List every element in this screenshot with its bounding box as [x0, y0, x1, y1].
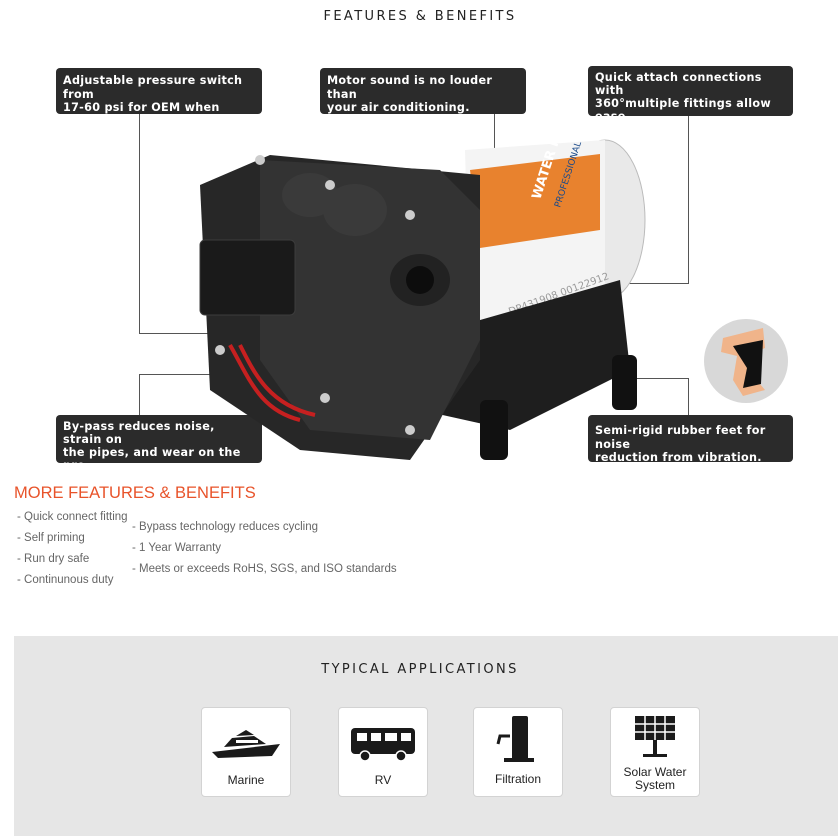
feature-item: - Continunous duty: [17, 574, 114, 586]
callout-text: Adjustable pressure switch from: [63, 74, 243, 101]
connector-line-4a: [139, 374, 140, 415]
connector-line-3a: [688, 116, 689, 284]
feature-item: - Meets or exceeds RoHS, SGS, and ISO st…: [132, 563, 397, 575]
application-card-solar: Solar Water System: [610, 707, 700, 797]
callout-pressure-switch: Adjustable pressure switch from 17-60 ps…: [56, 68, 262, 128]
features-title: FEATURES & BENEFITS: [323, 9, 517, 24]
yacht-icon: [212, 730, 280, 758]
feature-item: - Quick connect fitting: [17, 511, 128, 523]
callout-text: Motor sound is no louder than: [327, 74, 493, 101]
callout-text: Semi-rigid rubber feet for noise: [595, 424, 766, 451]
rubber-feet-inset-image: [704, 319, 788, 403]
connector-line-5b: [625, 378, 689, 379]
callout-text: By-pass reduces noise, strain on: [63, 420, 215, 446]
application-label-line: System: [634, 778, 675, 792]
water-filter-icon: [496, 716, 534, 762]
callout-text: 360°multiple fittings allow ease: [595, 97, 772, 123]
rv-icon: [351, 728, 415, 762]
callout-text: your air conditioning.: [327, 101, 470, 114]
callout-text: 17-60 psi for OEM when needed.: [63, 101, 220, 128]
pump-product-image: WATER PRESSURE PROFESSIONAL DP431908 001…: [199, 130, 646, 460]
feature-item: - Self priming: [17, 532, 85, 544]
application-card-filtration: Filtration: [473, 707, 563, 797]
application-card-marine: Marine: [201, 707, 291, 797]
application-label: Solar Water System: [611, 766, 699, 792]
callout-text: Quick attach connections with: [595, 71, 762, 97]
application-label: RV: [374, 773, 392, 787]
connector-line-5a: [688, 378, 689, 415]
application-label-line: Solar Water: [623, 765, 687, 779]
feature-item: - Bypass technology reduces cycling: [132, 521, 319, 533]
callout-text: connection to any outlet.: [595, 123, 762, 136]
application-label: Marine: [227, 773, 265, 787]
solar-panel-icon: [635, 716, 675, 757]
connector-line-2: [494, 114, 495, 174]
callout-text: sure switch.: [63, 472, 144, 485]
callout-bypass: By-pass reduces noise, strain on the pip…: [56, 415, 262, 485]
callout-quick-attach: Quick attach connections with 360°multip…: [588, 66, 793, 136]
applications-title: TYPICAL APPLICATIONS: [321, 662, 519, 677]
feature-item: - Run dry safe: [17, 553, 90, 565]
callout-motor-sound: Motor sound is no louder than your air c…: [320, 68, 526, 114]
application-card-rv: RV: [338, 707, 428, 797]
application-label: Filtration: [494, 772, 541, 786]
connector-line-1a: [139, 114, 140, 334]
callout-rubber-feet: Semi-rigid rubber feet for noise reducti…: [588, 415, 793, 464]
callout-text: reduction from vibration.: [595, 451, 762, 464]
feature-item: - 1 Year Warranty: [132, 542, 222, 554]
connector-line-4b: [139, 374, 219, 375]
connector-line-1b: [139, 333, 219, 334]
more-features-title: MORE FEATURES & BENEFITS: [14, 484, 256, 502]
callout-text: the pipes, and wear on the pre-: [63, 446, 241, 472]
